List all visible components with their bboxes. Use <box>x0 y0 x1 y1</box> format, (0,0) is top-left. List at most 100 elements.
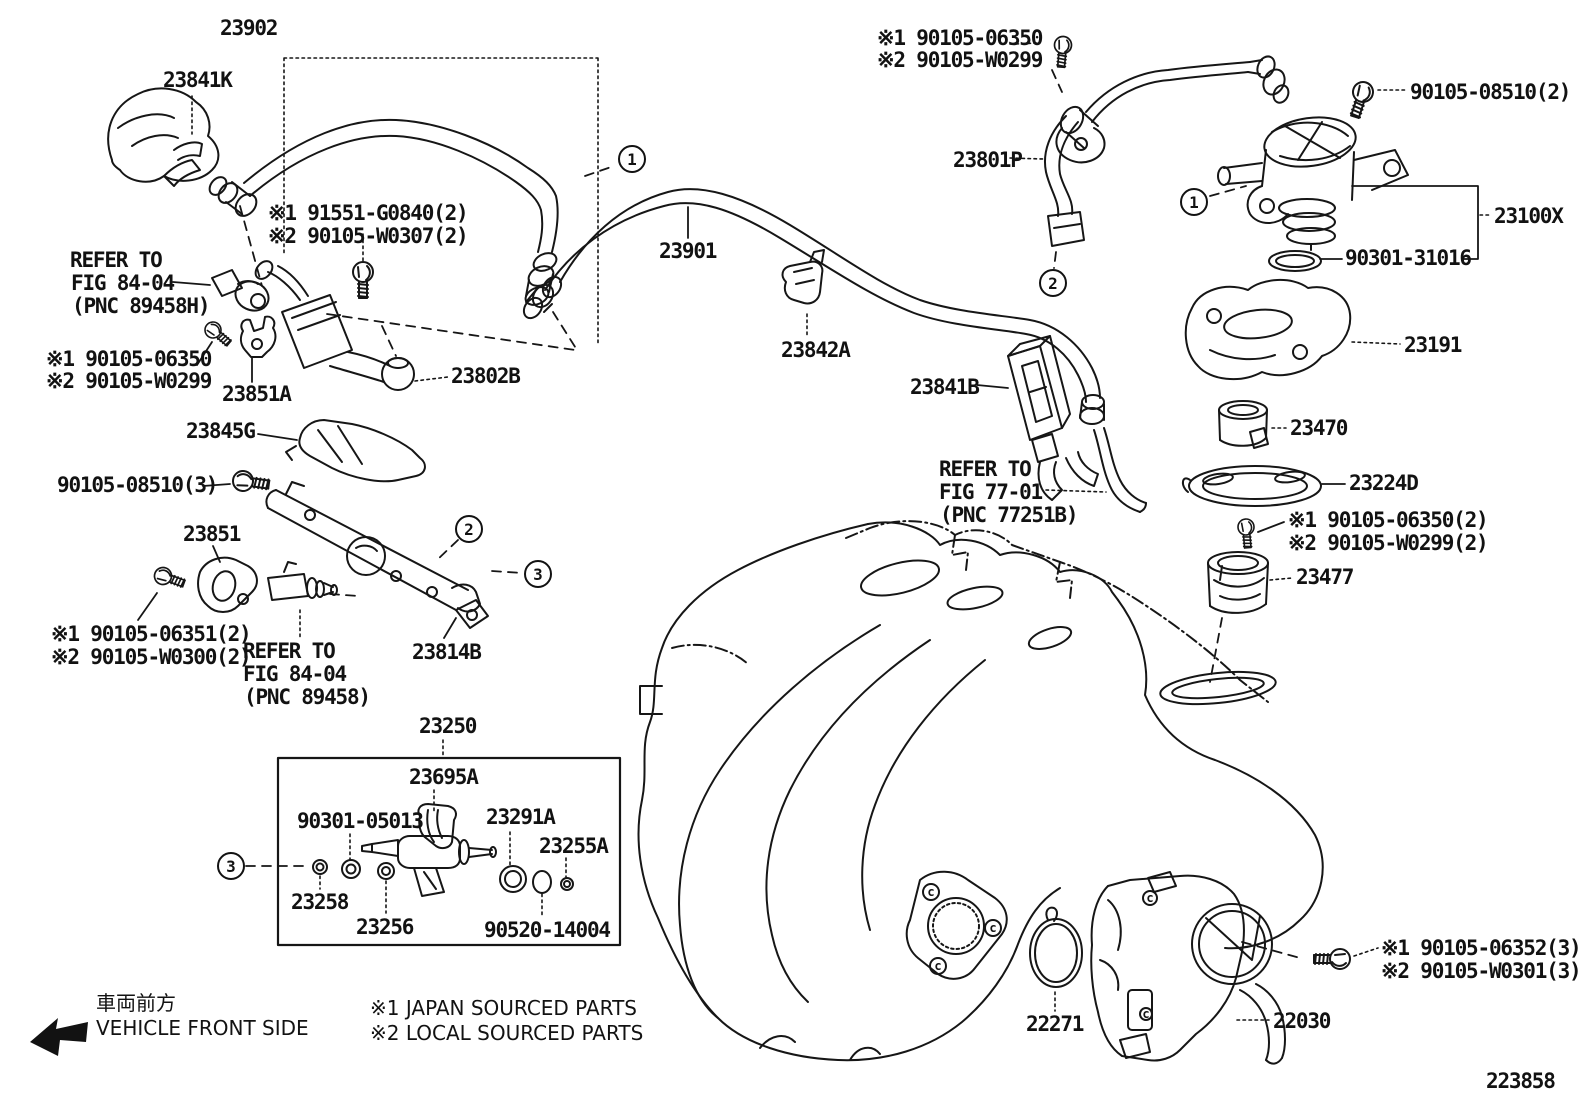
part-label-23814b: 23814B <box>412 640 482 664</box>
part-label-22030: 22030 <box>1273 1009 1331 1033</box>
note-06350-top1: ※1 90105-06350 <box>877 26 1043 50</box>
note-06352-line2: ※2 90105-W0301(3) <box>1381 959 1582 983</box>
cover-23845g-drawing <box>285 419 426 483</box>
sensor-fig84-04h-drawing <box>211 269 270 312</box>
refer-b-line2: FIG 84-04 <box>243 662 347 686</box>
part-label-23191: 23191 <box>1404 333 1462 357</box>
note-06350-right1: ※1 90105-06350(2) <box>1288 508 1489 532</box>
bracket-23851a-drawing <box>239 315 277 358</box>
throttle-hole-mark: c <box>1146 891 1153 905</box>
part-label-90520-14004: 90520-14004 <box>484 918 611 942</box>
flange-hole-mark: c <box>989 921 996 935</box>
part-label-23250: 23250 <box>419 714 477 738</box>
part-label-23841k: 23841K <box>163 68 233 92</box>
kit-injector-drawing <box>361 835 497 897</box>
part-label-23841b: 23841B <box>910 375 980 399</box>
note-06352-line1: ※1 90105-06352(3) <box>1381 936 1582 960</box>
part-label-23291a: 23291A <box>486 805 556 829</box>
flange-hole-mark: c <box>934 959 941 973</box>
bolt-90105-06350-top-icon <box>1051 34 1074 69</box>
bolt-90105-08510-2-icon <box>1344 78 1377 121</box>
part-label-22271: 22271 <box>1026 1012 1084 1036</box>
part-label-23256: 23256 <box>356 915 414 939</box>
note-06350-left1: ※1 90105-06350 <box>46 347 212 371</box>
refer-a-line3: (PNC 89458H) <box>72 294 211 318</box>
callout-circle-1: 1 <box>618 145 646 173</box>
legend-note-local: ※2 LOCAL SOURCED PARTS <box>370 1021 644 1045</box>
part-label-23842a: 23842A <box>781 338 851 362</box>
note-06351-line1: ※1 90105-06351(2) <box>51 622 252 646</box>
refer-c-line2: FIG 77-01 <box>939 480 1043 504</box>
part-label-23902: 23902 <box>220 16 278 40</box>
part-label-23255a: 23255A <box>539 834 609 858</box>
bolt-91551-icon <box>352 261 374 299</box>
refer-c-line1: REFER TO <box>939 457 1032 481</box>
note-90105-w0307: ※2 90105-W0307(2) <box>268 224 469 248</box>
bolt-90105-06352-icon <box>1313 948 1351 970</box>
callout-circle-3: 3 <box>524 560 552 588</box>
part-label-23801p: 23801P <box>953 148 1023 172</box>
insulator-23477-drawing <box>1207 551 1269 614</box>
kit-oring-23256-icon <box>377 862 395 880</box>
note-06350-right2: ※2 90105-W0299(2) <box>1288 531 1489 555</box>
refer-a-line2: FIG 84-04 <box>71 271 175 295</box>
legend-note-japan: ※1 JAPAN SOURCED PARTS <box>370 996 638 1020</box>
throttle-flange-drawing: c c c <box>905 870 1008 980</box>
part-label-23845g: 23845G <box>186 419 256 443</box>
doc-number: 223858 <box>1486 1069 1556 1093</box>
insulator-23470-drawing <box>1218 400 1269 449</box>
callout-circle-2: 2 <box>455 515 483 543</box>
fuel-rail-23814b-drawing <box>265 481 489 629</box>
bolt-90105-06351-icon <box>151 564 188 593</box>
part-label-90105-08510-3: 90105-08510(3) <box>57 473 218 497</box>
kit-oring-23258-icon <box>312 859 328 875</box>
kit-seal-23291a-icon <box>499 865 527 893</box>
bracket-23191-drawing <box>1184 278 1352 381</box>
part-label-23695a: 23695A <box>409 765 479 789</box>
throttle-body-22030-drawing: c c <box>1090 871 1286 1065</box>
throttle-hole-mark: c <box>1142 1007 1149 1021</box>
part-label-23851a: 23851A <box>222 382 292 406</box>
refer-b-line1: REFER TO <box>243 639 336 663</box>
injector-fig84-04-drawing <box>267 561 338 601</box>
part-label-23802b: 23802B <box>451 364 521 388</box>
injector-kit-box-23250 <box>276 756 622 947</box>
callout-circle-2: 2 <box>1039 269 1067 297</box>
canister-23841k-drawing <box>107 87 220 187</box>
insulator-23851-drawing <box>197 556 258 613</box>
note-06350-top2: ※2 90105-W0299 <box>877 48 1043 72</box>
part-label-23851: 23851 <box>183 522 241 546</box>
part-label-23224d: 23224D <box>1349 471 1419 495</box>
gasket-23224d-drawing <box>1182 465 1322 507</box>
relay-23841b-drawing <box>1007 335 1099 501</box>
note-91551-g0840: ※1 91551-G0840(2) <box>268 201 469 225</box>
part-label-90301-31016: 90301-31016 <box>1345 246 1472 270</box>
bolt-90105-08510-3-icon <box>230 468 272 496</box>
part-label-23477: 23477 <box>1296 565 1354 589</box>
part-label-23470: 23470 <box>1290 416 1348 440</box>
damper-23802b-drawing <box>254 260 415 391</box>
pipe-bracket-23801p-drawing <box>1044 55 1290 247</box>
kit-oring-23255a-icon <box>560 877 574 891</box>
part-label-90301-05013: 90301-05013 <box>297 809 424 833</box>
refer-c-line3: (PNC 77251B) <box>940 503 1079 527</box>
leader-lines <box>137 42 1492 1021</box>
callout-circle-1: 1 <box>1180 188 1208 216</box>
kit-clip-23695a-drawing <box>417 803 457 850</box>
part-label-23100x: 23100X <box>1494 204 1564 228</box>
legend-front-jp: 車両前方 <box>96 991 176 1015</box>
part-label-23258: 23258 <box>291 890 349 914</box>
fuel-pump-23100x-drawing <box>1217 116 1409 272</box>
flange-hole-mark: c <box>927 885 934 899</box>
hose-23901-drawing <box>522 188 1147 513</box>
vehicle-front-arrow-icon <box>30 1018 88 1056</box>
note-06350-left2: ※2 90105-W0299 <box>46 369 212 393</box>
clamp-23842a-drawing <box>781 249 825 305</box>
engine-manifold-drawing <box>637 520 1324 1062</box>
refer-b-line3: (PNC 89458) <box>244 685 371 709</box>
part-label-23901: 23901 <box>659 239 717 263</box>
callout-circle-3: 3 <box>217 852 245 880</box>
kit-ring-90520-14004-icon <box>532 870 552 894</box>
